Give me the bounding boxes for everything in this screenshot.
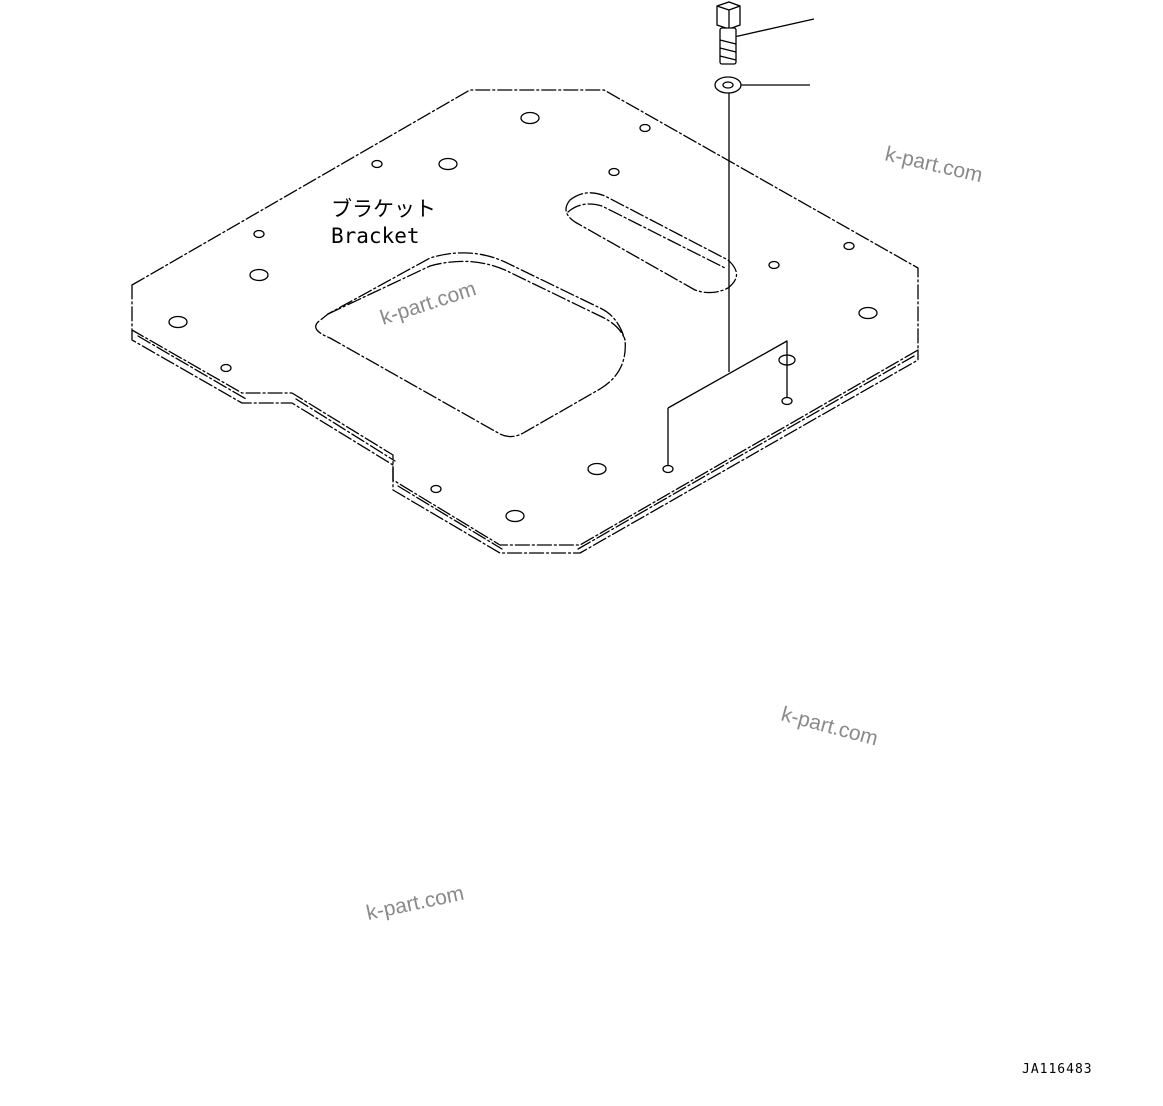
bracket-slot-lip [567, 203, 726, 269]
hole [168, 315, 188, 329]
hole [505, 509, 525, 523]
hole [587, 462, 607, 476]
watermark-text: k-part.com [779, 703, 881, 751]
part-label-english: Bracket [331, 224, 420, 248]
hole [639, 123, 651, 133]
watermark-text: k-part.com [364, 882, 466, 925]
hole [843, 241, 855, 251]
hole [371, 159, 383, 169]
bolt-leader-line [733, 18, 815, 38]
bracket-large-cutout [315, 252, 626, 438]
bracket-slot [565, 192, 738, 294]
hole [768, 260, 780, 270]
bracket-holes [168, 111, 878, 523]
hole [858, 306, 878, 320]
hole [662, 464, 674, 474]
part-label-japanese: ブラケット [331, 197, 436, 221]
bracket-large-cutout-lip [327, 260, 626, 341]
hole [253, 229, 265, 239]
hole [438, 157, 458, 171]
hole [520, 111, 540, 125]
hole [220, 363, 232, 373]
drawing-code: JA116483 [1022, 1062, 1093, 1077]
washer-icon [714, 76, 742, 94]
hole [781, 396, 793, 406]
hole [430, 484, 442, 494]
watermark-text: k-part.com [377, 277, 478, 330]
watermark-text: k-part.com [883, 142, 985, 187]
bracket-bottom-edge [131, 329, 919, 554]
bracket-top-outline [131, 89, 919, 546]
hole [249, 268, 269, 282]
bracket-inner-edge [137, 335, 915, 550]
bolt-icon [716, 1, 741, 65]
assembly-line [667, 93, 788, 466]
hole [608, 167, 620, 177]
